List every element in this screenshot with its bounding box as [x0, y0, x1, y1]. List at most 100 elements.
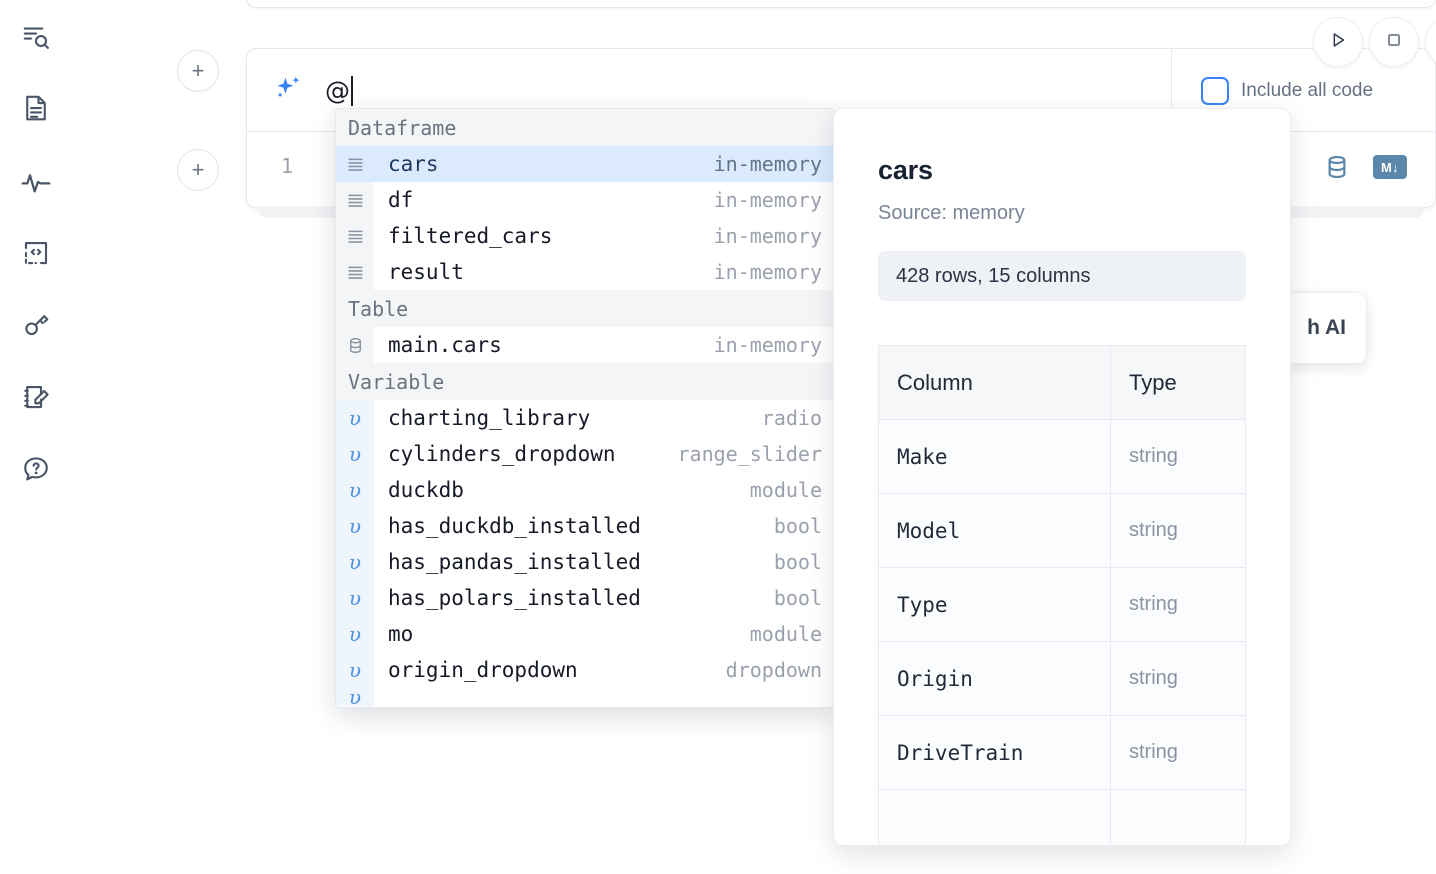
- cell-column-type: string: [1110, 641, 1246, 716]
- stop-button[interactable]: [1369, 17, 1419, 67]
- autocomplete-item[interactable]: filtered_cars in-memory: [336, 218, 834, 254]
- variable-upsilon-icon: υ: [336, 508, 374, 544]
- sparkle-icon: [269, 71, 309, 111]
- autocomplete-group-header: Variable: [336, 363, 834, 400]
- variable-upsilon-icon: υ: [336, 688, 374, 706]
- sidebar-item-help[interactable]: [14, 447, 58, 491]
- database-cylinder-icon: [336, 327, 374, 363]
- table-header-row: Column Type: [878, 345, 1246, 420]
- code-snippets-icon: [21, 238, 51, 268]
- autocomplete-item-type: bool: [773, 586, 822, 610]
- cell-column-name: Model: [878, 493, 1111, 568]
- include-all-code-control: Include all code: [1173, 49, 1436, 132]
- autocomplete-item-name: cylinders_dropdown: [388, 442, 616, 466]
- autocomplete-item-name: mo: [388, 622, 414, 646]
- cell-column-name: [878, 789, 1111, 845]
- sidebar-item-snippets[interactable]: [14, 231, 58, 275]
- sidebar-item-activity[interactable]: [14, 160, 58, 204]
- variable-upsilon-icon: υ: [336, 544, 374, 580]
- autocomplete-group-header: Dataframe: [336, 109, 834, 146]
- column-header-column: Column: [878, 345, 1111, 420]
- plus-icon: +: [191, 58, 205, 83]
- preview-title: cars: [878, 155, 933, 185]
- plus-icon: +: [191, 157, 205, 182]
- line-number: 1: [280, 154, 293, 178]
- variable-upsilon-icon: υ: [336, 400, 374, 436]
- database-icon[interactable]: [1323, 153, 1351, 181]
- autocomplete-item-name: charting_library: [388, 406, 591, 430]
- run-button[interactable]: [1313, 17, 1363, 67]
- add-cell-button-top[interactable]: +: [177, 50, 219, 92]
- variable-upsilon-icon: υ: [336, 580, 374, 616]
- autocomplete-item-name: df: [388, 188, 414, 212]
- cell-tools: M↓: [1323, 153, 1407, 181]
- activity-pulse-icon: [20, 166, 52, 198]
- cell-column-type: string: [1110, 493, 1246, 568]
- ai-card-label: h AI: [1307, 316, 1346, 339]
- cell-column-name: Origin: [878, 641, 1111, 716]
- sidebar-item-scratchpad[interactable]: [14, 375, 58, 419]
- cell-column-name: Make: [878, 419, 1111, 494]
- preview-source: Source: memory: [878, 202, 1025, 224]
- autocomplete-item-type: in-memory: [713, 152, 822, 176]
- preview-shape-badge: 428 rows, 15 columns: [878, 251, 1246, 301]
- sidebar-item-secrets[interactable]: [14, 303, 58, 347]
- autocomplete-item-type: in-memory: [713, 224, 822, 248]
- autocomplete-item[interactable]: υ: [336, 688, 834, 706]
- ai-prompt-input[interactable]: @: [247, 49, 1172, 132]
- ai-prompt-text: @: [325, 75, 353, 106]
- cell-column-name: Type: [878, 567, 1111, 642]
- autocomplete-item-type: in-memory: [713, 333, 822, 357]
- autocomplete-item-type: dropdown: [725, 658, 822, 682]
- variable-upsilon-icon: υ: [336, 616, 374, 652]
- include-all-code-checkbox[interactable]: [1201, 76, 1229, 105]
- autocomplete-item[interactable]: υ has_pandas_installed bool: [336, 544, 834, 580]
- text-caret: [351, 75, 353, 106]
- variable-upsilon-icon: υ: [336, 436, 374, 472]
- autocomplete-item-name: duckdb: [388, 478, 464, 502]
- autocomplete-group-header: Table: [336, 290, 834, 327]
- autocomplete-item-name: cars: [388, 152, 439, 176]
- cell-column-type: string: [1110, 567, 1246, 642]
- cell-column-type: string: [1110, 715, 1246, 790]
- file-document-icon: [21, 93, 51, 123]
- autocomplete-item-type: bool: [773, 550, 822, 574]
- dataframe-rows-icon: [336, 182, 374, 218]
- sidebar-item-explore[interactable]: [14, 14, 58, 58]
- add-cell-button-bottom[interactable]: +: [177, 149, 219, 191]
- key-secrets-icon: [21, 310, 51, 340]
- previous-cell-stub: [246, 0, 1436, 8]
- autocomplete-item-name: origin_dropdown: [388, 658, 578, 682]
- column-header-type: Type: [1110, 345, 1246, 420]
- include-all-code-label: Include all code: [1241, 79, 1374, 101]
- autocomplete-item-name: filtered_cars: [388, 224, 553, 248]
- dataframe-rows-icon: [336, 146, 374, 182]
- explore-search-icon: [21, 21, 51, 51]
- autocomplete-item-type: module: [749, 478, 822, 502]
- sidebar-item-file[interactable]: [14, 86, 58, 130]
- variable-upsilon-icon: υ: [336, 472, 374, 508]
- scratchpad-edit-icon: [21, 382, 51, 412]
- autocomplete-item-name: main.cars: [388, 333, 502, 357]
- markdown-icon[interactable]: M↓: [1373, 155, 1407, 179]
- play-triangle-icon: [1327, 29, 1349, 56]
- autocomplete-item[interactable]: main.cars in-memory: [336, 327, 834, 363]
- autocomplete-item-name: has_pandas_installed: [388, 550, 641, 574]
- autocomplete-item[interactable]: cars in-memory: [336, 146, 834, 182]
